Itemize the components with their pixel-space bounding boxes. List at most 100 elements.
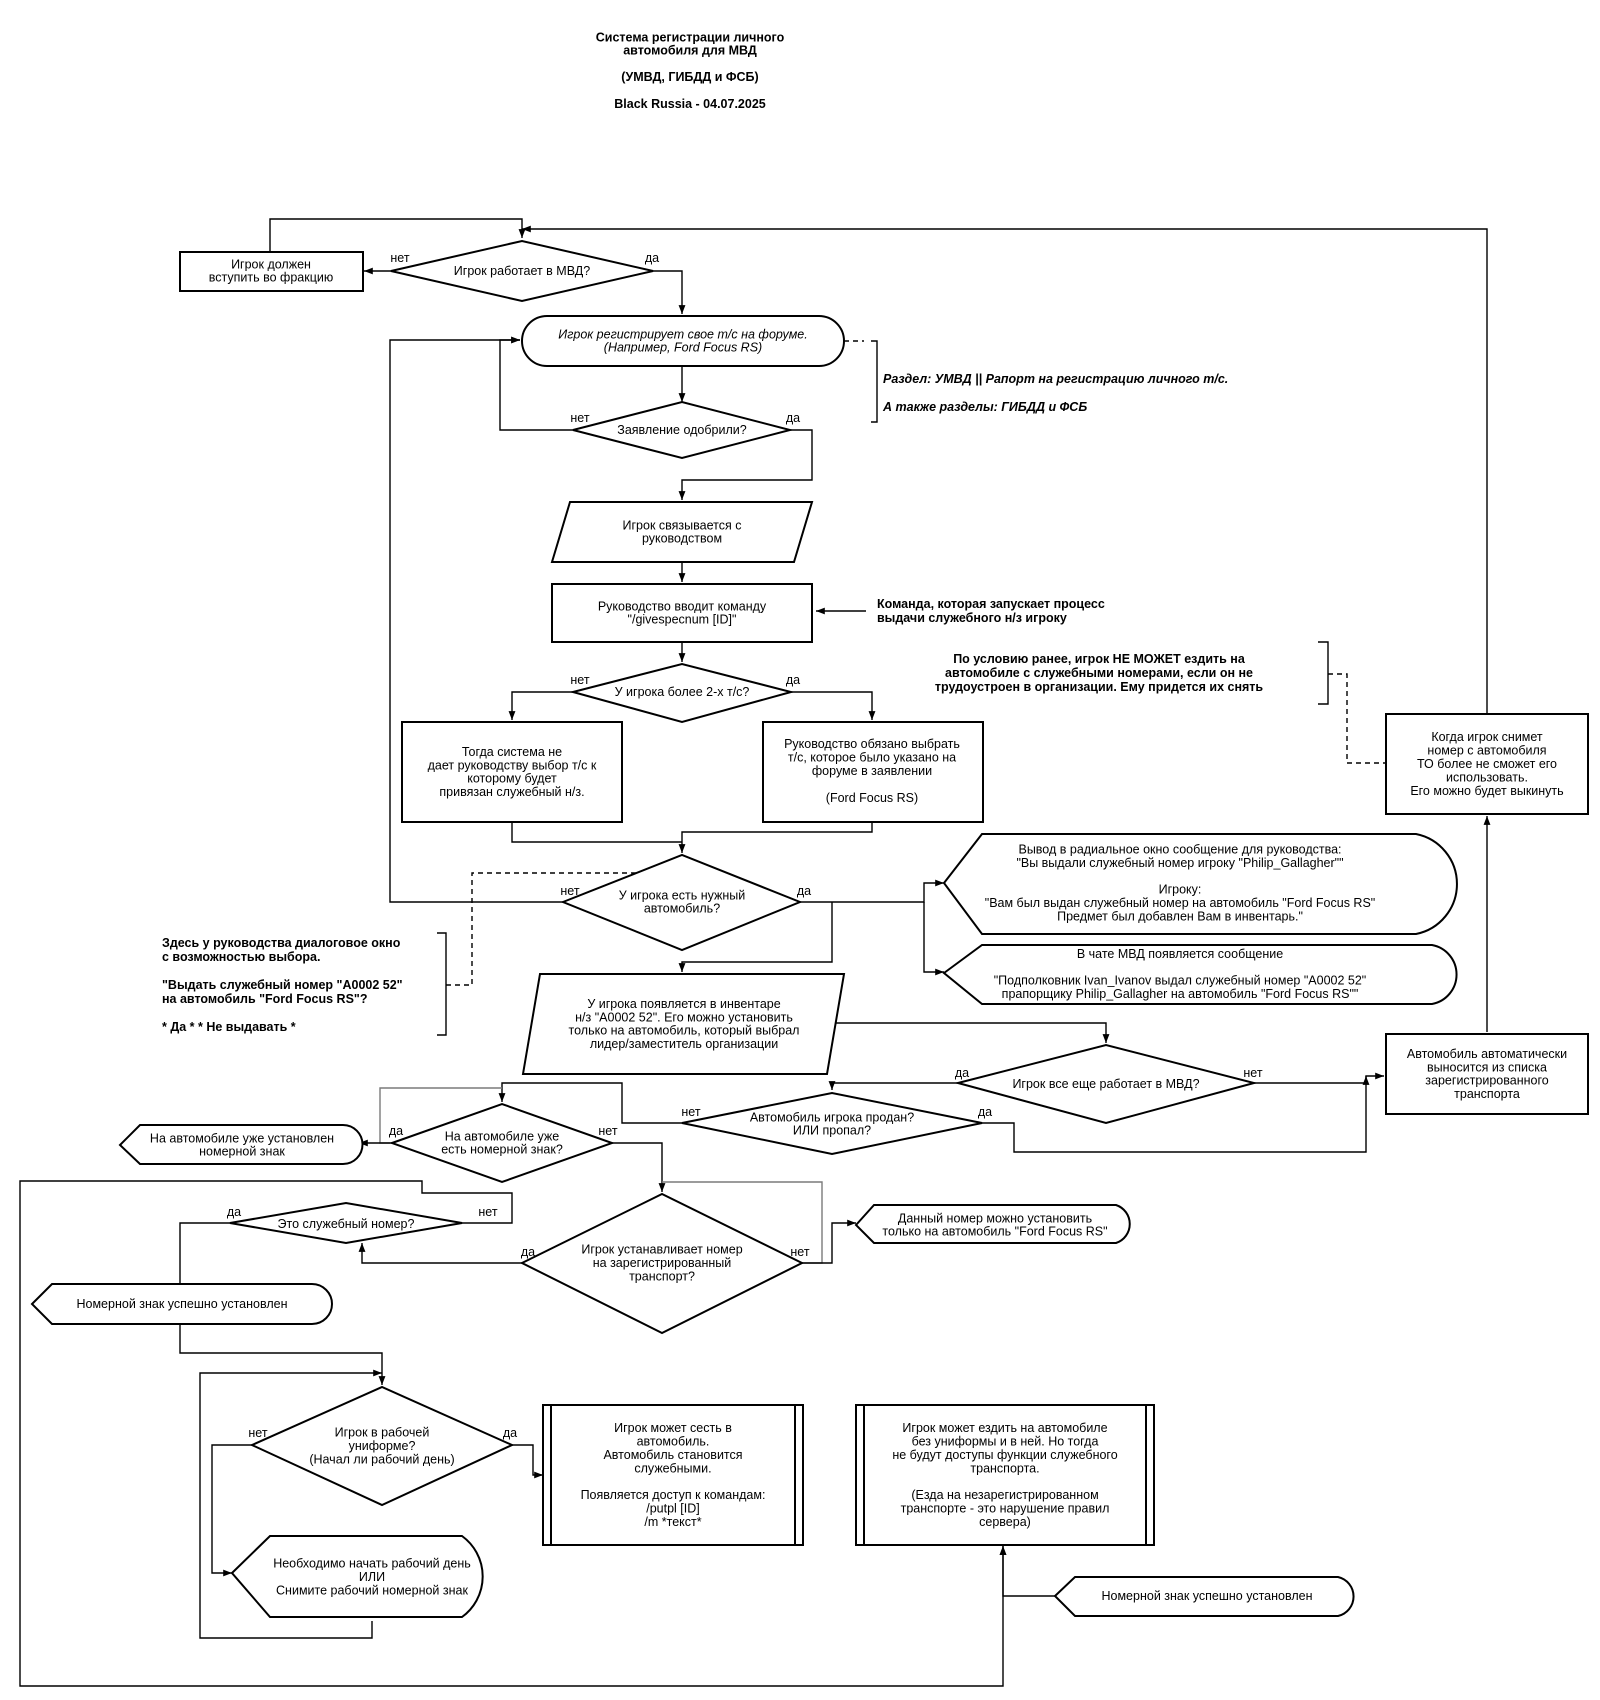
text-line: Вывод в радиальное окно сообщение для ру… <box>1018 843 1341 857</box>
text-line: только на автомобиль, который выбрал <box>569 1024 800 1038</box>
text-line: транспорта. <box>970 1461 1039 1475</box>
subtitle-text: (УМВД, ГИБДД и ФСБ) <box>621 70 758 84</box>
yes-label: да <box>978 1105 992 1119</box>
yes-label: да <box>786 411 800 425</box>
radial-msg-label: Вывод в радиальное окно сообщение для ру… <box>985 843 1375 924</box>
two-cars-decision <box>569 662 795 724</box>
text-line: н/з "A0002 52". Его можно установить <box>575 1010 793 1024</box>
text-line: Руководство вводит команду <box>598 599 767 613</box>
text-line: транспорт? <box>629 1269 695 1283</box>
text-line: Автомобиль автоматически <box>1407 1047 1567 1061</box>
chat-msg-label: В чате МВД появляется сообщение"Подполко… <box>994 947 1367 1001</box>
section-annotation: Раздел: УМВД || Рапорт на регистрацию ли… <box>882 372 1228 414</box>
text-line: Система регистрации личного <box>596 31 785 45</box>
auto-removed-box <box>1385 1033 1589 1115</box>
text-line: на зарегистрированный <box>593 1256 732 1270</box>
yes-label: да <box>227 1205 241 1219</box>
text-line: (Ford Focus RS) <box>826 791 918 805</box>
text-line: ТО более не сможет его <box>1417 757 1557 771</box>
text-line: вступить во фракцию <box>209 271 333 285</box>
installed-display-1 <box>30 1283 333 1325</box>
yes-label: да <box>955 1066 969 1080</box>
text-line: Его можно будет выкинуть <box>1410 784 1563 798</box>
text-line: использовать. <box>1446 770 1528 784</box>
install-decision <box>519 1192 805 1335</box>
installed-2-label: Номерной знак успешно установлен <box>1101 1589 1312 1603</box>
command-label: Руководство вводит команду"/givespecnum … <box>598 599 767 626</box>
text-line: зарегистрированного <box>1425 1074 1548 1088</box>
text-line: номер с автомобиля <box>1427 744 1546 758</box>
text-line: "Подполковник Ivan_Ivanov выдал служебны… <box>994 974 1367 988</box>
text-line: Автомобиль игрока продан? <box>750 1110 914 1124</box>
no-label: нет <box>1243 1066 1262 1080</box>
text-line: Предмет был добавлен Вам в инвентарь." <box>1057 910 1303 924</box>
text-line: ИЛИ <box>359 1570 385 1584</box>
text-line: На автомобиле уже <box>445 1129 559 1143</box>
no-label: нет <box>478 1205 497 1219</box>
text-line: Игрок регистрирует свое т/с на форуме. <box>558 327 807 341</box>
text-line: Игрок может сесть в <box>614 1421 732 1435</box>
text-line: Данный номер можно установить <box>898 1211 1092 1225</box>
text-line: без униформы и в ней. Но тогда <box>912 1435 1099 1449</box>
text-line: Игрок связывается с <box>623 518 742 532</box>
text-line: которому будет <box>467 772 557 786</box>
text-line: ИЛИ пропал? <box>793 1124 871 1138</box>
radial-display <box>942 833 1458 935</box>
text-line: т/с, которое было указано на <box>788 751 956 765</box>
text-line: транспорте - это нарушение правил <box>901 1502 1110 1516</box>
must-join-box <box>179 251 364 292</box>
text-line: Это служебный номер? <box>278 1217 415 1231</box>
installed-1-label: Номерной знак успешно установлен <box>76 1297 287 1311</box>
text-line: автомобиль? <box>644 902 720 916</box>
text-line: А также разделы: ГИБДД и ФСБ <box>882 400 1087 414</box>
text-line: (Например, Ford Focus RS) <box>604 341 762 355</box>
yes-label: да <box>503 1426 517 1440</box>
text-line: автомобиле с служебными номерами, если о… <box>945 666 1253 680</box>
approved-decision <box>572 400 794 460</box>
no-label: нет <box>598 1124 617 1138</box>
text-line: не будут доступы функции служебного <box>892 1448 1117 1462</box>
shapes <box>30 239 1589 1618</box>
yes-label: да <box>521 1245 535 1259</box>
yes-label: да <box>645 251 659 265</box>
text-line: Необходимо начать рабочий день <box>273 1557 471 1571</box>
text-line: (Езда на незарегистрированном <box>911 1488 1098 1502</box>
text-line: Номерной знак успешно установлен <box>76 1297 287 1311</box>
inventory-parallelogram <box>521 973 846 1075</box>
no-choice-box <box>401 721 623 823</box>
text-line: привязан служебный н/з. <box>439 785 584 799</box>
text-line: Руководство обязано выбрать <box>784 737 960 751</box>
can-drive-process <box>855 1404 1155 1546</box>
contact-parallelogram <box>550 501 814 563</box>
text-line: Тогда система не <box>462 745 562 759</box>
text-line: Номерной знак успешно установлен <box>1101 1589 1312 1603</box>
d-still-mvd-label: Игрок все еще работает в МВД? <box>1012 1077 1199 1091</box>
text-line: Заявление одобрили? <box>617 423 746 437</box>
text-line: только на автомобиль "Ford Focus RS" <box>882 1225 1107 1239</box>
no-label: нет <box>390 251 409 265</box>
text-line: /m *текст* <box>644 1515 701 1529</box>
text-line: "Выдать служебный номер "A0002 52" <box>162 978 403 992</box>
text-line: Появляется доступ к командам: <box>581 1488 766 1502</box>
d-two-cars-label: У игрока более 2-х т/с? <box>615 685 750 699</box>
no-label: нет <box>570 673 589 687</box>
text-line: Игрок в рабочей <box>335 1426 430 1440</box>
text-line: руководством <box>642 532 722 546</box>
text-line: "Вы выдали служебный номер игроку "Phili… <box>1016 856 1343 870</box>
